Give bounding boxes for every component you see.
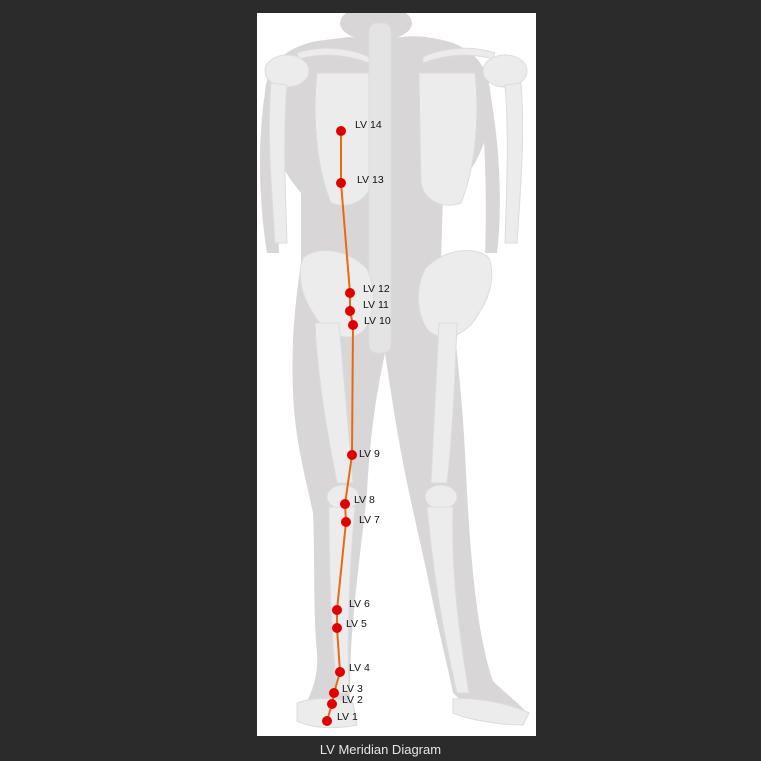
label-lv14: LV 14 — [355, 119, 382, 131]
label-lv13: LV 13 — [357, 174, 384, 186]
figure-panel: LV 14 LV 13 LV 12 LV 11 LV 10 LV 9 LV 8 LV 7 LV … — [257, 13, 536, 736]
point-lv10 — [348, 320, 358, 330]
point-lv13 — [336, 178, 346, 188]
point-lv11 — [345, 306, 355, 316]
body-silhouette — [259, 13, 527, 724]
diagram-caption: LV Meridian Diagram — [319, 742, 442, 757]
skeleton-bones — [264, 22, 530, 729]
label-lv3: LV 3 — [342, 683, 363, 695]
point-lv12 — [345, 288, 355, 298]
point-lv9 — [347, 450, 357, 460]
label-lv10: LV 10 — [364, 315, 391, 327]
label-lv2: LV 2 — [342, 694, 363, 706]
point-lv14 — [336, 126, 346, 136]
label-lv1: LV 1 — [337, 711, 358, 723]
label-lv5: LV 5 — [346, 618, 367, 630]
point-lv7 — [341, 517, 351, 527]
point-lv8 — [340, 499, 350, 509]
label-lv7: LV 7 — [359, 514, 380, 526]
label-lv4: LV 4 — [349, 662, 370, 674]
label-lv8: LV 8 — [354, 494, 375, 506]
point-lv3 — [329, 688, 339, 698]
point-lv6 — [332, 605, 342, 615]
label-lv11: LV 11 — [363, 299, 389, 311]
point-lv4 — [335, 667, 345, 677]
point-lv5 — [332, 623, 342, 633]
label-lv6: LV 6 — [349, 598, 370, 610]
label-lv12: LV 12 — [363, 283, 390, 295]
point-lv1 — [322, 716, 332, 726]
skeleton-figure: LV 14 LV 13 LV 12 LV 11 LV 10 LV 9 LV 8 LV 7 LV … — [259, 13, 530, 729]
label-lv9: LV 9 — [359, 448, 380, 460]
acupoints: LV 14 LV 13 LV 12 LV 11 LV 10 LV 9 LV 8 LV 7 LV … — [322, 119, 391, 726]
point-lv2 — [327, 699, 337, 709]
